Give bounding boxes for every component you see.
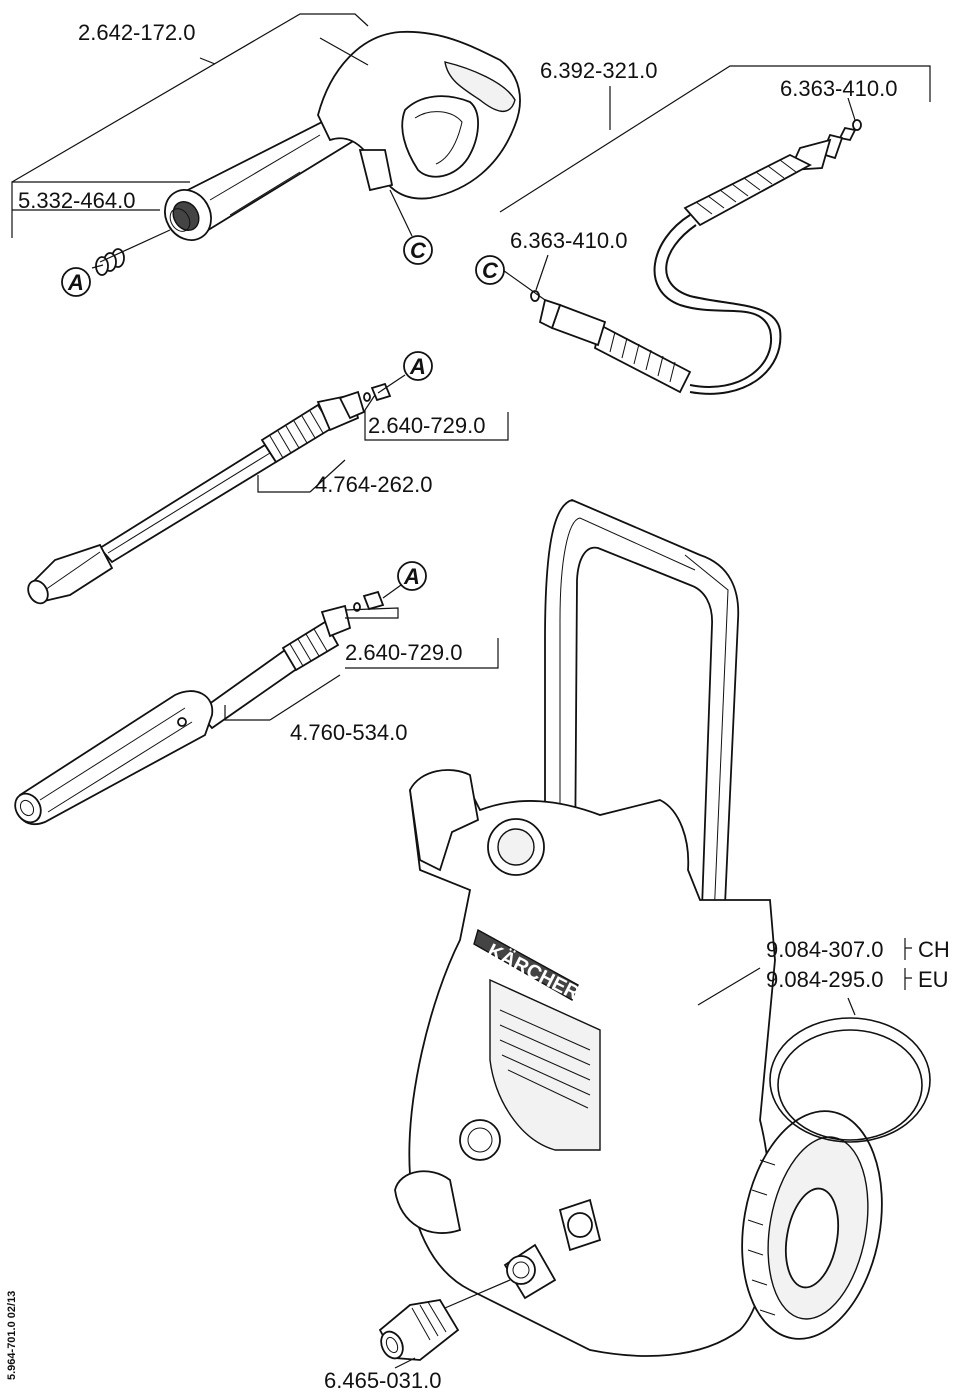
part-label-adapter-upper: 2.640-729.0 bbox=[368, 413, 485, 438]
upper-lance-illustration bbox=[27, 390, 366, 605]
part-label-adapter-lower: 2.640-729.0 bbox=[345, 640, 462, 665]
lower-adapter-illustration bbox=[353, 590, 385, 612]
part-label-gun: 2.642-172.0 bbox=[78, 20, 195, 45]
part-label-oring-mid: 6.363-410.0 bbox=[510, 228, 627, 253]
part-label-oring-top: 6.363-410.0 bbox=[780, 76, 897, 101]
callout-c-hose-label: C bbox=[482, 258, 499, 283]
coupling-illustration bbox=[378, 1299, 460, 1361]
lower-lance-illustration bbox=[14, 604, 352, 825]
region-code-eu: EU bbox=[918, 967, 949, 992]
gun-seal-illustration bbox=[95, 248, 125, 276]
region-code-ch: CH bbox=[918, 937, 950, 962]
callout-a-upper-lance: A bbox=[403, 351, 433, 381]
callout-c-hose: C bbox=[475, 255, 505, 285]
part-label-power-cord-ch: 9.084-307.0 bbox=[766, 937, 883, 962]
callout-a-upper-lance-label: A bbox=[409, 354, 426, 379]
part-label-gun-seal: 5.332-464.0 bbox=[18, 188, 135, 213]
part-label-lance-upper: 4.764-262.0 bbox=[315, 472, 432, 497]
leader-lines bbox=[11, 13, 931, 1369]
callout-a-seal: A bbox=[61, 267, 91, 297]
part-label-power-cord-eu: 9.084-295.0 bbox=[766, 967, 883, 992]
part-label-coupling: 6.465-031.0 bbox=[324, 1368, 441, 1393]
part-label-lance-lower: 4.760-534.0 bbox=[290, 720, 407, 745]
oring-top-illustration bbox=[852, 119, 862, 131]
upper-adapter-illustration bbox=[363, 382, 392, 402]
pressure-washer-unit-illustration: KÄRCHER bbox=[394, 499, 931, 1357]
callout-c-gun-label: C bbox=[410, 238, 427, 263]
high-pressure-hose-illustration bbox=[538, 126, 857, 395]
part-label-hose: 6.392-321.0 bbox=[540, 58, 657, 83]
callout-a-seal-label: A bbox=[67, 270, 84, 295]
callout-c-gun: C bbox=[403, 235, 433, 265]
document-code: 5.964-701.0 02/13 bbox=[6, 1291, 18, 1380]
callout-a-lower-lance-label: A bbox=[403, 564, 420, 589]
callout-a-lower-lance: A bbox=[397, 561, 427, 591]
spray-gun-illustration bbox=[164, 30, 521, 241]
